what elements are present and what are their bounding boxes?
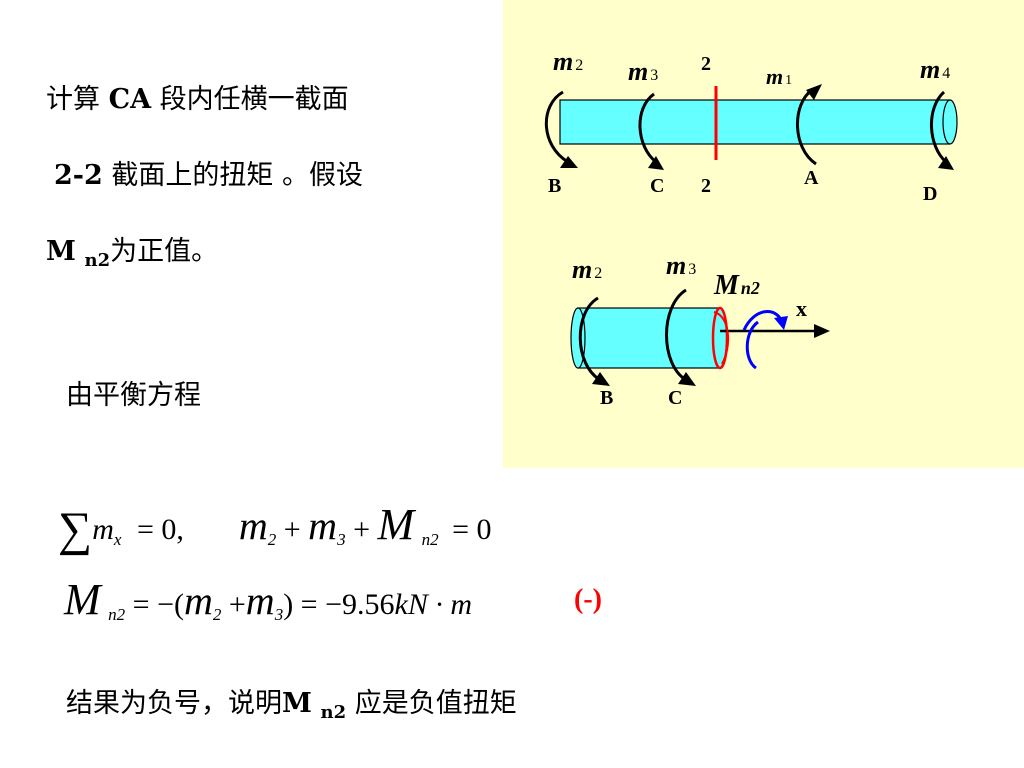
torque-arrow-m2-head [560,156,578,168]
moment-subscript: n2 [84,250,111,271]
equilibrium-heading: 由平衡方程 [66,380,201,411]
x-axis-arrowhead [814,324,830,338]
eq1-mx: m [92,513,114,546]
label-axis-x: x [796,296,807,321]
eq1-plus-2: + [353,513,370,546]
point-label-C-fbd: C [668,387,682,409]
equilibrium-equation: ∑mx = 0, m2 + m3 + M n2 = 0 [58,496,492,556]
cut-face-arrow [713,311,730,365]
intro-line-2-post: 截面上的扭矩 。假设 [102,160,363,191]
conclusion-post: 应是负值扭矩 [346,688,517,719]
point-label-A-top: A [804,167,819,189]
eq2-close-value: ) = −9.56 [283,588,395,621]
eq2-m3: m [245,578,275,623]
eq1-m3: m [308,503,338,548]
torque-arrow-mn2 [745,320,760,370]
eq2-M-sub: n2 [108,605,126,624]
eq2-plus: + [228,588,246,621]
intro-line-2: 2-2 截面上的扭矩 。假设 [54,162,363,189]
intro-line-3: M n2为正值。 [46,236,219,270]
conclusion-pre: 结果为负号，说明 [66,688,282,719]
torque-arrow-m1-head [806,84,822,100]
section-number: 2-2 [54,160,103,191]
point-label-B-fbd: B [600,387,613,409]
eq1-M-sub: n2 [421,530,439,549]
point-label-D-top: D [923,183,937,205]
point-label-C-top: C [650,175,664,197]
torque-arrow-m2-fbd [578,296,601,382]
eq1-M: M [377,500,415,549]
intro-line-1: 计算 CA 段内任横一截面 [46,86,349,113]
eq1-m2: m [238,503,268,548]
eq1-equals-zero: = 0, [136,513,184,546]
torque-arrow-m3-fbd-head [678,372,696,386]
eq2-m3-sub: 3 [274,605,284,624]
eq1-mx-sub: x [113,530,122,549]
sum-symbol: ∑ [58,503,93,556]
conclusion-line: 结果为负号，说明M n2 应是负值扭矩 [66,688,517,722]
torque-arrow-m2-fbd-head [592,372,610,386]
cut-face [711,306,729,370]
section-label-top: 2 [701,53,711,75]
torque-arrow-m1 [796,88,817,166]
segment-ca: CA [108,84,152,115]
eq1-m3-sub: 3 [337,530,346,549]
torque-arrow-m4-head [938,156,954,170]
eq1-m2-sub: 2 [267,530,277,549]
torque-arrow-m2 [544,90,569,164]
torque-arrow-mn2-head [774,316,788,330]
eq2-M: M [64,575,101,624]
shaft-segment [577,307,721,369]
intro-line-1-post: 段内任横一截面 [151,84,349,115]
eq1-tail: = 0 [452,513,492,546]
torque-arrow-m3 [638,92,657,164]
eq2-m2: m [183,578,213,623]
torque-arrow-m3-head [648,156,664,170]
eq2-unit: kN · m [394,588,473,621]
intro-line-1-pre: 计算 [46,84,109,115]
eq2-open: = −( [132,588,184,621]
eq1-plus-1: + [283,513,301,546]
section-label-bottom: 2 [701,175,711,197]
diagram-panel [503,0,1024,468]
torque-result-equation: M n2 = −(m2 +m3) = −9.56kN · m [64,574,472,625]
negative-sign-marker: (-) [574,584,602,615]
torque-arrow-m3-fbd [665,288,687,382]
shaft-end-right [942,99,958,145]
conclusion-moment-subscript: n2 [320,702,347,723]
eq2-m2-sub: 2 [212,605,222,624]
point-label-B-top: B [548,175,561,197]
shaft-body [559,99,951,145]
conclusion-moment-symbol: M [282,688,312,719]
intro-line-3-post: 为正值。 [110,236,219,267]
moment-symbol: M [46,236,76,267]
torque-arrow-m4 [930,90,948,164]
